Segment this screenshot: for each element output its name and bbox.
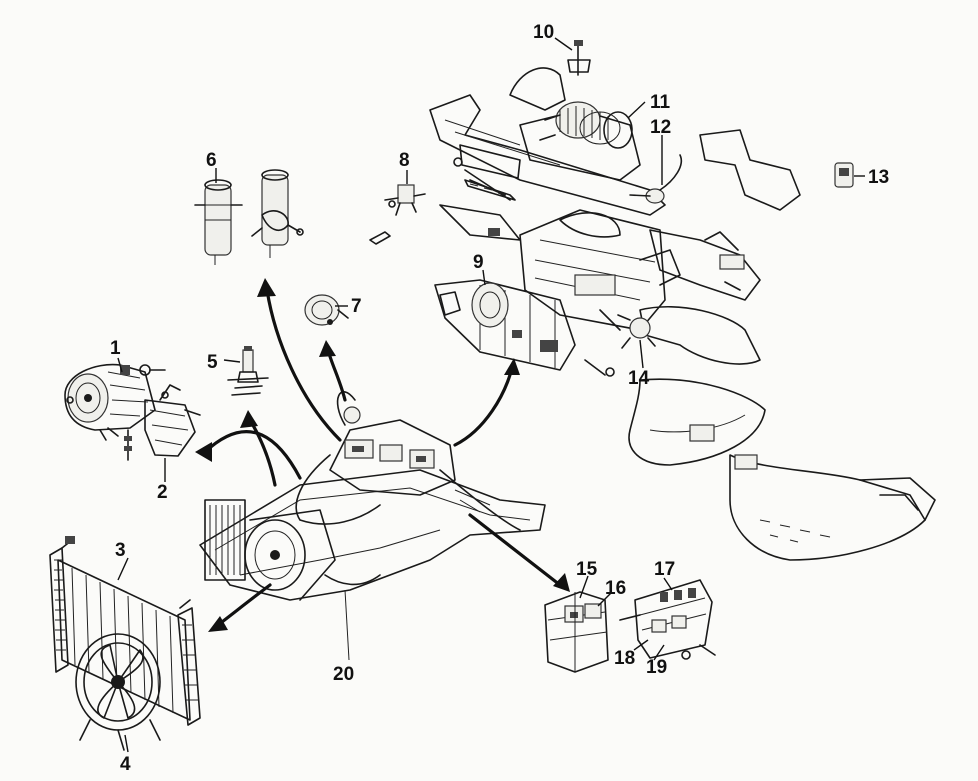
pressure-switch <box>227 346 269 396</box>
callout-12: 12 <box>650 117 671 138</box>
control-panel <box>619 579 716 660</box>
callout-11: 11 <box>650 92 671 113</box>
callout-15: 15 <box>576 559 598 580</box>
callout-16: 16 <box>605 578 626 599</box>
callout-labels: 1 2 3 4 5 6 7 8 9 10 11 12 13 14 15 16 1… <box>110 22 889 775</box>
blower-motor-assembly <box>429 40 682 216</box>
chassis-harness-assembly <box>199 391 546 661</box>
callout-8: 8 <box>399 150 410 171</box>
condenser <box>49 536 201 726</box>
control-unit <box>544 591 609 673</box>
relay-sensor <box>304 294 349 326</box>
callout-1: 1 <box>110 338 121 359</box>
callout-6: 6 <box>206 150 217 171</box>
callout-19: 19 <box>646 657 667 678</box>
callout-14: 14 <box>628 368 650 389</box>
linkage-rod <box>439 179 521 241</box>
compressor <box>64 363 166 441</box>
callout-9: 9 <box>473 252 484 273</box>
receiver-drier <box>194 169 304 265</box>
evaporator-housing <box>434 279 576 371</box>
direction-arrows <box>195 278 570 632</box>
expansion-valve <box>369 184 426 245</box>
leader-lines <box>117 37 865 753</box>
callout-17: 17 <box>654 559 675 580</box>
callout-5: 5 <box>207 352 218 373</box>
callout-13: 13 <box>868 167 889 188</box>
callout-20: 20 <box>333 664 354 685</box>
callout-2: 2 <box>157 482 168 503</box>
blower-switch <box>834 162 854 188</box>
cooling-fan <box>75 633 161 751</box>
mode-actuator <box>617 314 656 349</box>
callout-4: 4 <box>120 754 131 775</box>
callout-10: 10 <box>533 22 554 43</box>
air-ducts <box>628 129 936 561</box>
callout-7: 7 <box>351 296 362 317</box>
compressor-bracket <box>124 384 201 461</box>
callout-3: 3 <box>115 540 126 561</box>
callout-18: 18 <box>614 648 635 669</box>
heater-case <box>519 209 681 377</box>
